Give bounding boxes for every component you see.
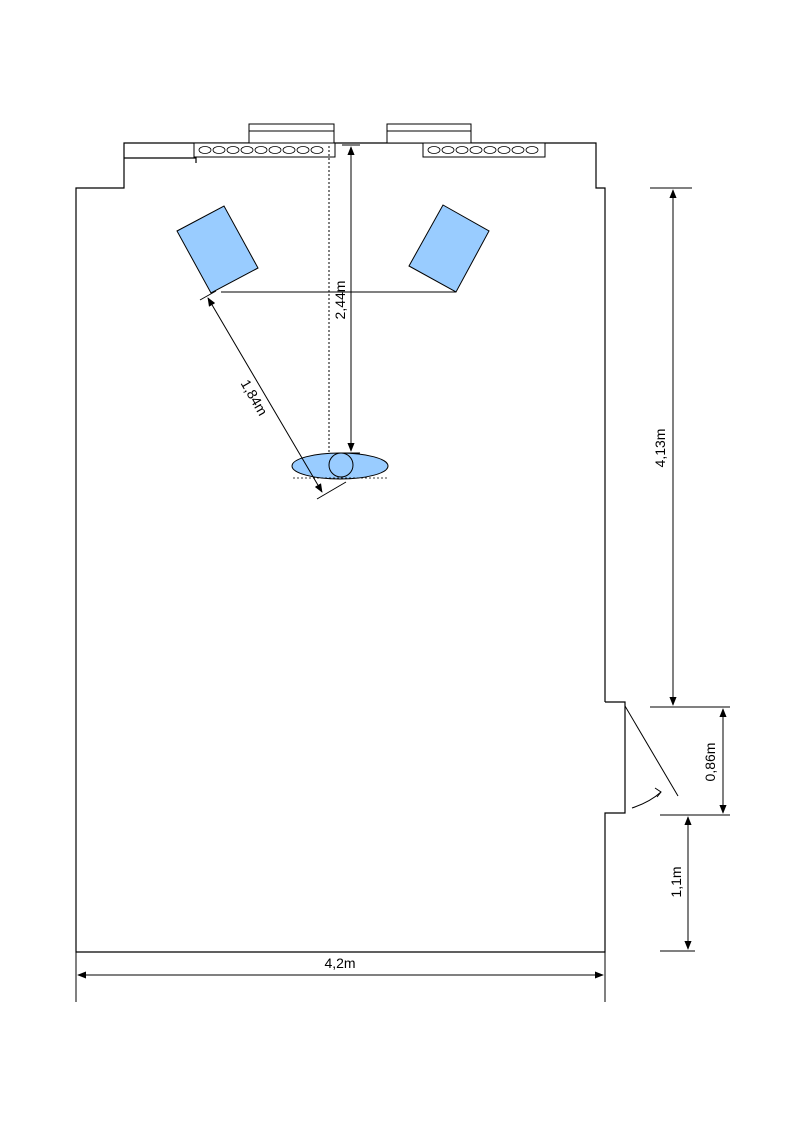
dim-door-width [660, 706, 730, 816]
wall-outline [75, 142, 626, 953]
dim-speaker-depth [342, 144, 360, 454]
door-icon [624, 705, 679, 809]
label-room-width: 4,2m [324, 955, 355, 971]
speaker-right-icon [408, 204, 490, 293]
plant-box-right [422, 142, 546, 158]
label-door-width: 0,86m [702, 743, 718, 782]
plant-box-left [193, 142, 336, 158]
speaker-left-icon [176, 205, 259, 294]
dim-right-lower [660, 816, 695, 952]
label-speaker-depth: 2,44m [332, 281, 348, 320]
top-window-left [248, 123, 335, 144]
room-walls [75, 142, 626, 953]
dim-speaker-distance [199, 290, 347, 500]
left-top-shelf [124, 157, 197, 163]
label-right-upper: 4,13m [652, 429, 668, 468]
label-right-lower: 1,1m [668, 866, 684, 897]
dim-room-width [75, 952, 606, 1002]
top-window-right [386, 123, 472, 144]
